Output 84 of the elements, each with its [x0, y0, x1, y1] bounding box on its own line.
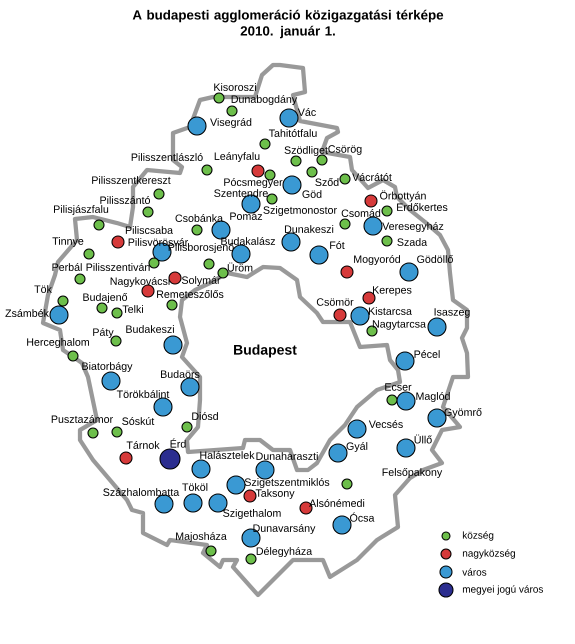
place-label: Veresegyház: [382, 222, 444, 232]
place-label: Majosháza: [176, 532, 227, 542]
place-label: Isaszeg: [434, 308, 470, 318]
place-label: Mogyoród: [354, 254, 400, 266]
place-label: Remeteszőlős: [157, 290, 224, 298]
place-label: Felsőpakony: [382, 468, 442, 478]
place-label: Tinnye: [52, 237, 84, 247]
place-label: Üllő: [414, 434, 432, 444]
place-label: Pomáz: [230, 212, 262, 220]
place-label: Szentendre: [214, 189, 268, 197]
place-label: Nagytarcsa: [372, 320, 426, 330]
place-label: Tököl: [182, 483, 208, 491]
legend-label: község: [462, 531, 494, 541]
place-label: Pilisszentiván: [86, 263, 150, 271]
place-label: Kisoroszi: [214, 83, 256, 91]
place-label: Pilisszentlászló: [132, 153, 203, 161]
place-label: Gödöllő: [417, 255, 453, 263]
place-label: Budaörs: [161, 370, 200, 378]
place-label: Budakalász: [221, 237, 276, 245]
place-label: Szigetmonostor: [263, 206, 337, 216]
place-label: Gyömrő: [444, 408, 482, 418]
place-label: Taksony: [256, 489, 295, 499]
place-label: Alsónémedi: [309, 499, 364, 507]
legend-label: nagyközség: [462, 549, 515, 559]
place-label: Diósd: [192, 412, 218, 420]
city-label: Budapest: [234, 344, 297, 358]
place-label: Pécel: [414, 350, 440, 358]
place-label: Budajenő: [83, 292, 128, 304]
place-label: Vác: [298, 108, 316, 116]
place-label: Visegrád: [210, 118, 252, 128]
place-label: Biatorbágy: [82, 362, 132, 372]
place-label: Nagykovácsi: [110, 276, 170, 288]
place-label: Szada: [397, 238, 428, 246]
place-label: Maglód: [416, 392, 450, 402]
place-label: Pilisjászfalu: [54, 204, 108, 216]
place-label: Dunabogdány: [232, 94, 298, 106]
place-label: Pócsmegyer: [224, 178, 282, 188]
place-label: Örbottyán: [380, 190, 426, 202]
place-label: Dunaharaszti: [256, 452, 318, 460]
place-label: Pusztazámor: [52, 415, 113, 423]
place-label: Budakeszi: [126, 325, 174, 333]
place-label: Páty: [93, 328, 114, 338]
place-label: Fót: [330, 241, 345, 249]
place-label: Kerepes: [373, 286, 412, 296]
place-label: Csörög: [328, 145, 362, 155]
place-label: Ócsa: [350, 512, 374, 522]
place-label: Csomád: [342, 209, 380, 217]
place-label: Erdőkertes: [397, 203, 448, 211]
place-label: Tahitótfalu: [268, 129, 317, 137]
place-label: Dunakeszi: [284, 225, 334, 233]
place-label: Göd: [302, 190, 322, 198]
place-label: Leányfalu: [214, 152, 260, 162]
map-title: A budapesti agglomeráció közigazgatási térképe 2010. január 1.: [132, 10, 444, 38]
place-label: Pilisszentkereszt: [92, 176, 171, 184]
place-label: Csobánka: [176, 214, 223, 222]
place-label: Perbál: [52, 263, 82, 271]
place-label: Szödliget: [284, 146, 328, 156]
place-label: Szigethalom: [223, 509, 281, 519]
place-label: Tök: [34, 285, 52, 293]
place-label: Sződ: [315, 178, 338, 186]
place-label: Telki: [122, 305, 143, 313]
legend-label: megyei jogú város: [462, 585, 544, 595]
legend-label: város: [462, 568, 486, 576]
place-label: Pilisszántó: [100, 196, 150, 204]
place-label: Délegyháza: [256, 546, 312, 558]
place-label: Kistarcsa: [368, 307, 412, 315]
place-label: Csömör: [316, 298, 354, 306]
place-label: Dunavarsány: [253, 524, 316, 534]
place-label: Ecser: [385, 383, 412, 391]
place-label: Halásztelek: [200, 451, 255, 459]
place-label: Érd: [170, 438, 186, 448]
place-label: Piliscsaba: [126, 226, 173, 234]
place-label: Vácrátót: [352, 173, 392, 181]
place-label: Szigetszentmiklós: [244, 478, 330, 488]
place-label: Tárnok: [126, 441, 160, 449]
place-label: Solymár: [182, 276, 220, 286]
place-label: Zsámbék: [5, 309, 49, 317]
place-label: Üröm: [228, 262, 252, 272]
place-label: Százhalombatta: [103, 488, 180, 496]
place-label: Herceghalom: [27, 338, 89, 348]
place-label: Törökbálint: [116, 390, 170, 398]
place-label: Gyál: [346, 442, 368, 452]
place-label: Vecsés: [368, 420, 403, 428]
place-label: Sóskút: [122, 417, 154, 425]
